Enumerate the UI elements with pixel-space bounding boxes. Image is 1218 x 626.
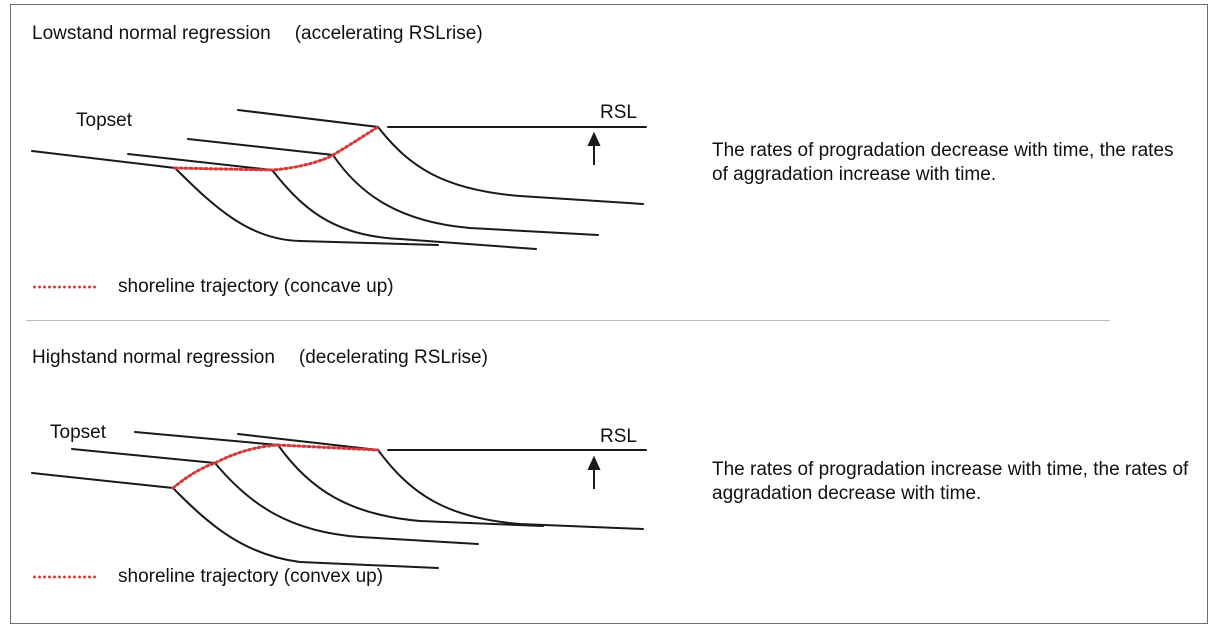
shoreline-trajectory <box>173 125 380 172</box>
panel-description: The rates of progradation decrease with … <box>712 140 1174 185</box>
clinoform-4 <box>237 109 644 205</box>
highstand-strata-diagram <box>31 431 647 569</box>
clinoform-4 <box>237 433 644 530</box>
clinoform-3 <box>134 431 544 527</box>
legend: shoreline trajectory (convex up) <box>32 566 383 588</box>
panel-subtitle: (accelerating RSLrise) <box>294 23 483 44</box>
dotted-line-swatch <box>32 285 96 289</box>
dotted-line-swatch <box>32 575 96 579</box>
title-text: Highstand normal regression <box>32 347 275 368</box>
legend-label: shoreline trajectory (concave up) <box>118 276 394 297</box>
clinoform-2 <box>71 448 479 545</box>
clinoform-1 <box>31 472 439 569</box>
legend: shoreline trajectory (concave up) <box>32 276 394 298</box>
title-text: Lowstand normal regression <box>32 23 271 44</box>
shoreline-trajectory <box>171 443 380 490</box>
lowstand-panel: Lowstand normal regression (accelerating … <box>0 0 1218 310</box>
lowstand-strata-diagram <box>31 109 647 250</box>
panel-title: Highstand normal regression (decelerating… <box>32 347 488 369</box>
panel-subtitle: (decelerating RSLrise) <box>298 347 488 368</box>
rsl-arrow-icon <box>587 131 601 165</box>
highstand-panel: Highstand normal regression (decelerating… <box>0 300 1218 610</box>
legend-label: shoreline trajectory (convex up) <box>118 566 384 587</box>
topset-label: Topset <box>76 110 132 131</box>
clinoform-1 <box>31 150 439 246</box>
clinoform-2 <box>127 153 537 250</box>
rsl-label: RSL <box>600 426 637 447</box>
rsl-label: RSL <box>600 102 637 123</box>
figure-frame <box>10 4 1208 624</box>
panel-title: Lowstand normal regression (accelerating … <box>32 23 483 45</box>
rsl-arrow-icon <box>587 455 601 489</box>
panel-divider <box>26 320 1110 321</box>
topset-label: Topset <box>50 422 106 443</box>
panel-description: The rates of progradation increase with … <box>712 459 1189 504</box>
clinoform-3 <box>187 138 599 236</box>
